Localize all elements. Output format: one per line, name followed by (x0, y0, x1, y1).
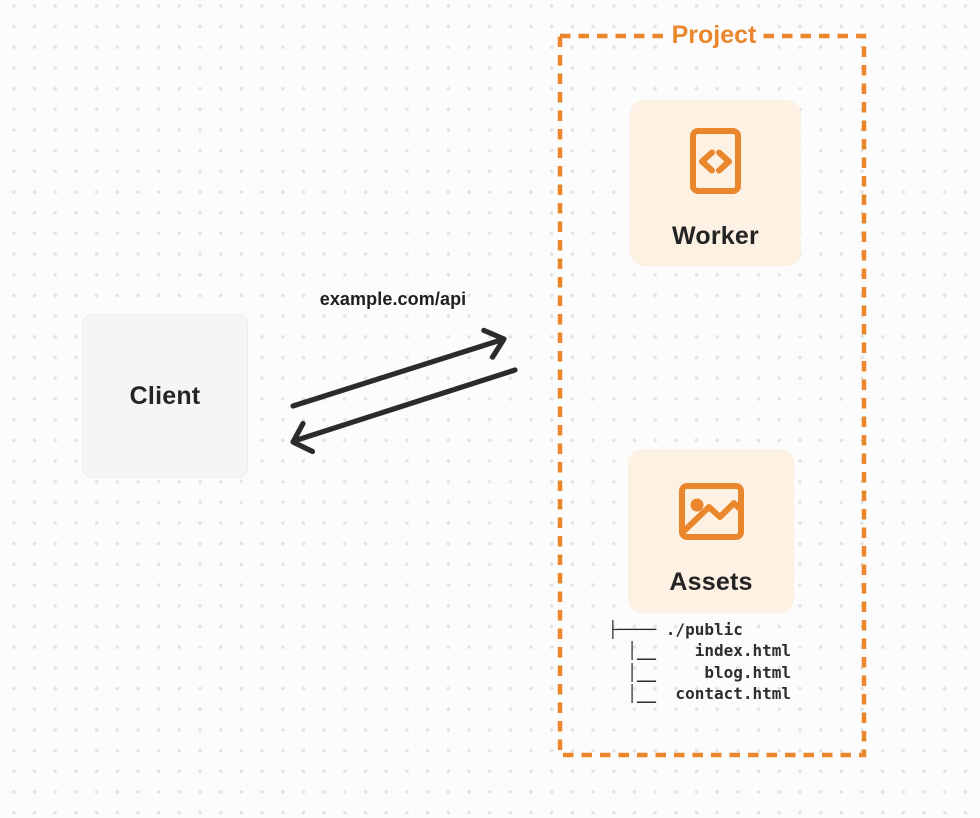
file-tree-item: │__ blog.html (608, 662, 792, 682)
worker-node: Worker (630, 100, 801, 266)
project-boundary-label: Project (668, 21, 760, 49)
code-icon (690, 128, 741, 194)
worker-label: Worker (672, 222, 759, 250)
request-arrow (290, 327, 507, 409)
file-tree-root: ├──── ./public (608, 620, 743, 639)
assets-file-tree: ├──── ./public │__ index.html │__ blog.h… (608, 619, 791, 705)
response-arrow (290, 367, 518, 455)
file-tree-item: │__ contact.html (608, 684, 792, 704)
response-arrowhead-icon (290, 420, 316, 455)
client-label: Client (129, 381, 201, 410)
image-icon (678, 483, 744, 540)
request-arrowhead-icon (481, 327, 507, 360)
assets-node: Assets (628, 449, 794, 613)
request-url-label: example.com/api (319, 289, 467, 309)
client-node: Client (82, 314, 248, 478)
assets-label: Assets (669, 568, 753, 596)
file-tree-item: │__ index.html (608, 641, 792, 661)
